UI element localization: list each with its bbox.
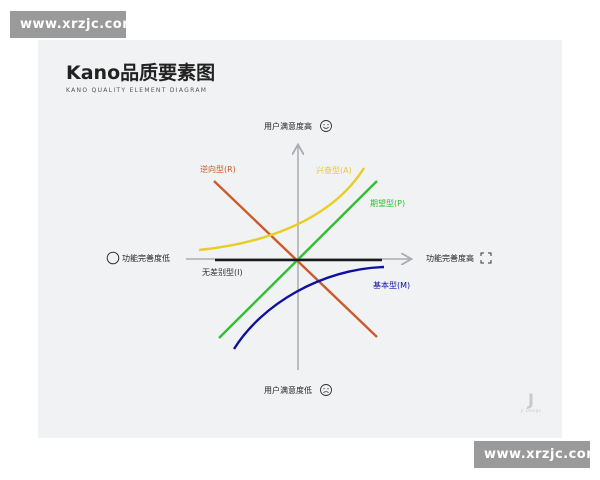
x-axis-left-label: 功能完善度低 xyxy=(122,254,170,263)
full-frame-icon xyxy=(480,252,492,264)
brand-logo-mark: J xyxy=(528,390,534,409)
performance-label: 期望型(P) xyxy=(370,199,406,208)
diagram-subtitle: KANO QUALITY ELEMENT DIAGRAM xyxy=(66,87,208,94)
must-be-label: 基本型(M) xyxy=(373,281,411,290)
smile-icon xyxy=(320,120,332,132)
watermark-bottom: www.xrzjc.com xyxy=(474,441,600,468)
y-axis-bottom-label: 用户满意度低 xyxy=(264,386,312,395)
frown-icon xyxy=(320,384,332,396)
diagram-title: Kano品质要素图 xyxy=(66,62,216,84)
indifferent-label: 无差别型(I) xyxy=(202,268,243,277)
watermark-top: www.xrzjc.com xyxy=(10,11,136,38)
x-axis-right-label: 功能完善度高 xyxy=(426,254,474,263)
brand-logo-text: Jr Design xyxy=(520,408,542,413)
diagram-card xyxy=(38,40,562,438)
attractive-label: 兴奋型(A) xyxy=(316,166,352,175)
reverse-label: 逆向型(R) xyxy=(200,165,236,174)
brand-logo: J Jr Design xyxy=(517,390,545,414)
must-be-curve xyxy=(232,265,385,350)
attractive-curve xyxy=(198,167,366,252)
empty-circle-icon xyxy=(106,251,120,265)
y-axis-top-label: 用户满意度高 xyxy=(264,122,312,131)
